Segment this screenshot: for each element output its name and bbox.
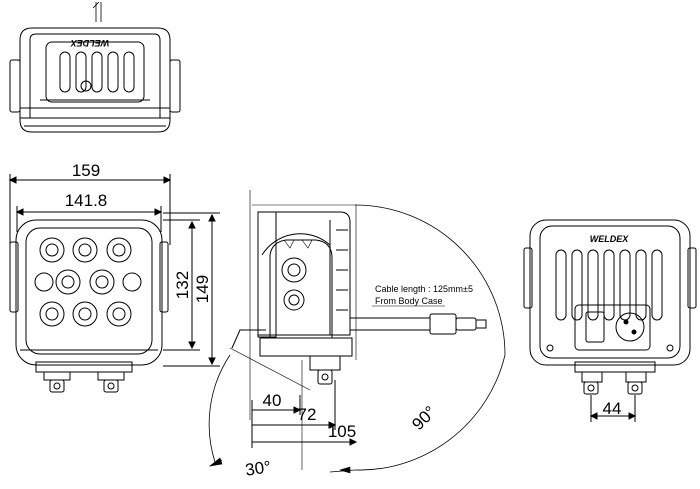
dim-side-40: 40 [263, 391, 282, 410]
top-view [9, 1, 181, 133]
dim-side-105: 105 [328, 422, 356, 441]
rear-view [523, 219, 697, 422]
cable-note-line2: From Body Case [375, 296, 443, 306]
dim-lens-height: 132 [173, 271, 192, 299]
dim-lens-width: 141.8 [65, 191, 108, 210]
angle-30: 30° [244, 457, 272, 479]
rear-fins [555, 249, 663, 321]
cable-note-line1: Cable length : 125mm±5 [375, 284, 473, 294]
dim-overall-height: 149 [193, 275, 212, 303]
led-array [34, 237, 142, 327]
angle-90: 90° [408, 402, 440, 434]
dim-rear-44: 44 [603, 399, 622, 418]
brand-logo-top: WELDEX [70, 38, 109, 48]
front-view [8, 174, 220, 393]
dim-side-72: 72 [298, 405, 317, 424]
side-view [208, 190, 506, 474]
dim-overall-width: 159 [72, 161, 100, 180]
brand-logo-rear: WELDEX [590, 234, 629, 244]
